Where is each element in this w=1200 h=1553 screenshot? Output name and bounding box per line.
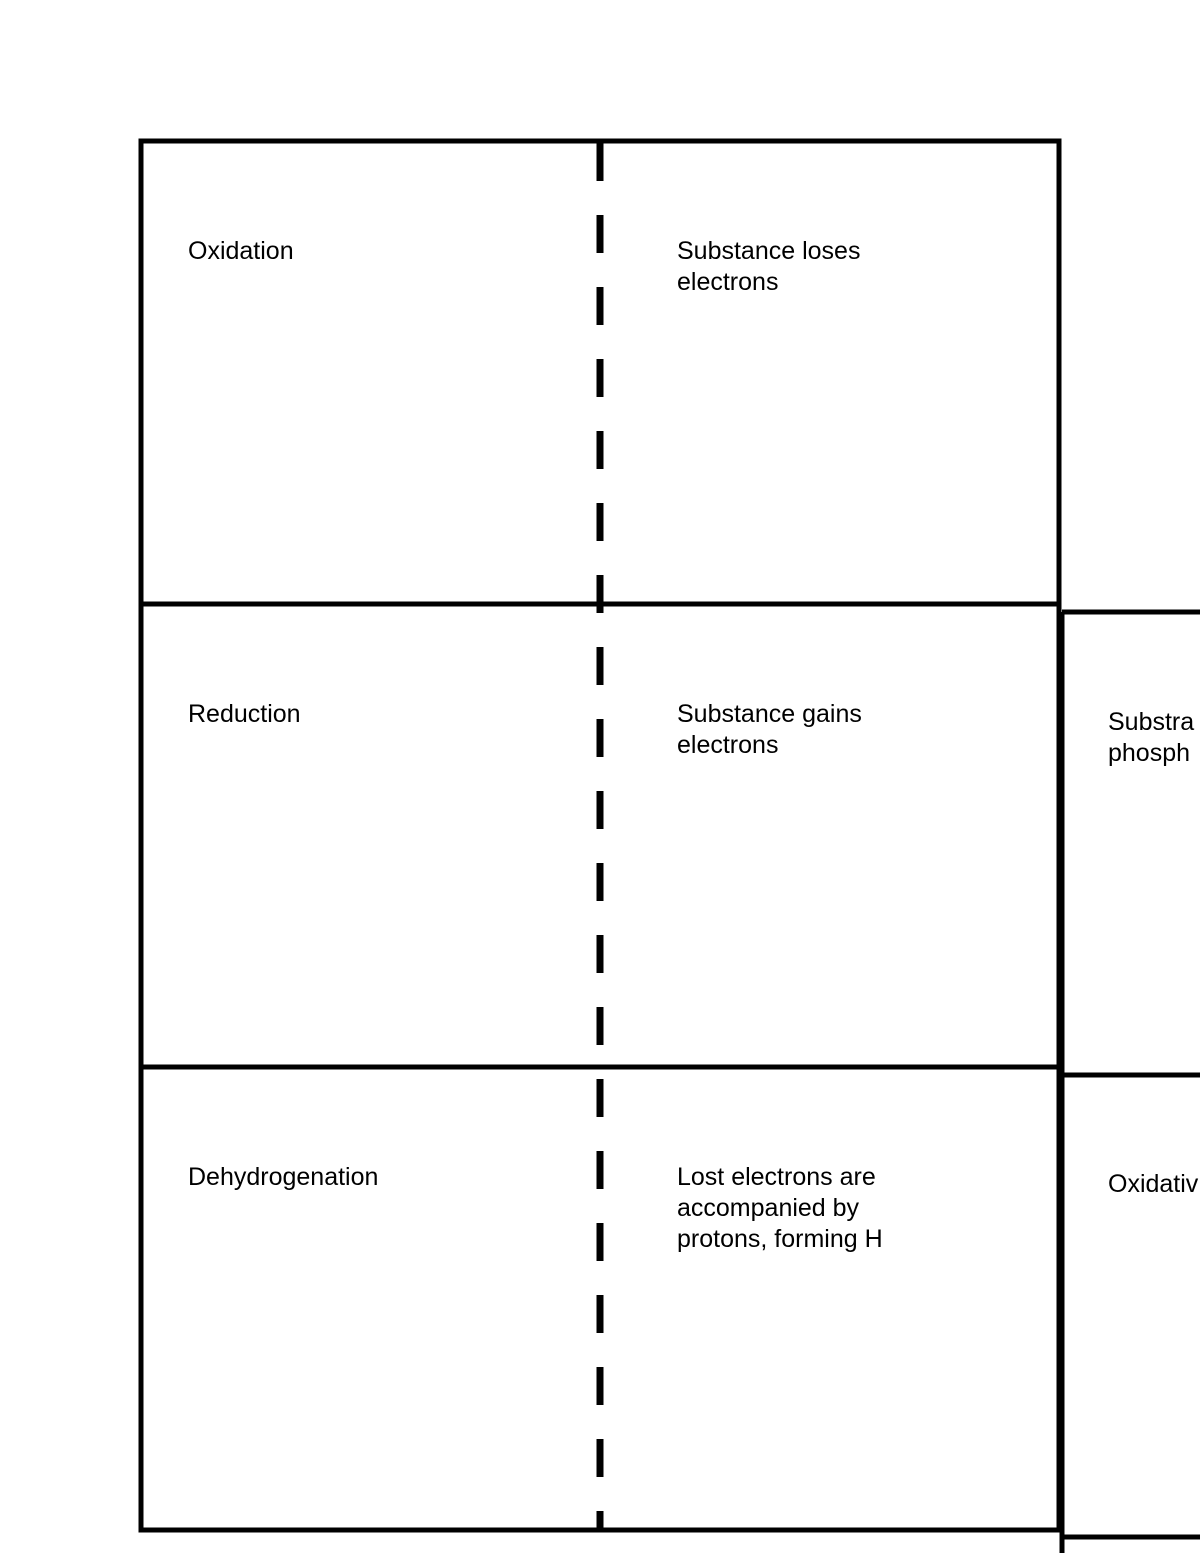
definition-dehydrogenation: Lost electrons are accompanied by proton…	[677, 1163, 883, 1253]
side-card-text: Oxidativ	[1108, 1170, 1199, 1198]
definition-reduction: Substance gains electrons	[677, 700, 862, 759]
side-card-text: Substra phosph	[1108, 708, 1195, 767]
term-reduction: Reduction	[188, 700, 301, 728]
term-oxidation: Oxidation	[188, 237, 294, 265]
definition-oxidation: Substance loses electrons	[677, 237, 861, 296]
term-dehydrogenation: Dehydrogenation	[188, 1163, 379, 1191]
